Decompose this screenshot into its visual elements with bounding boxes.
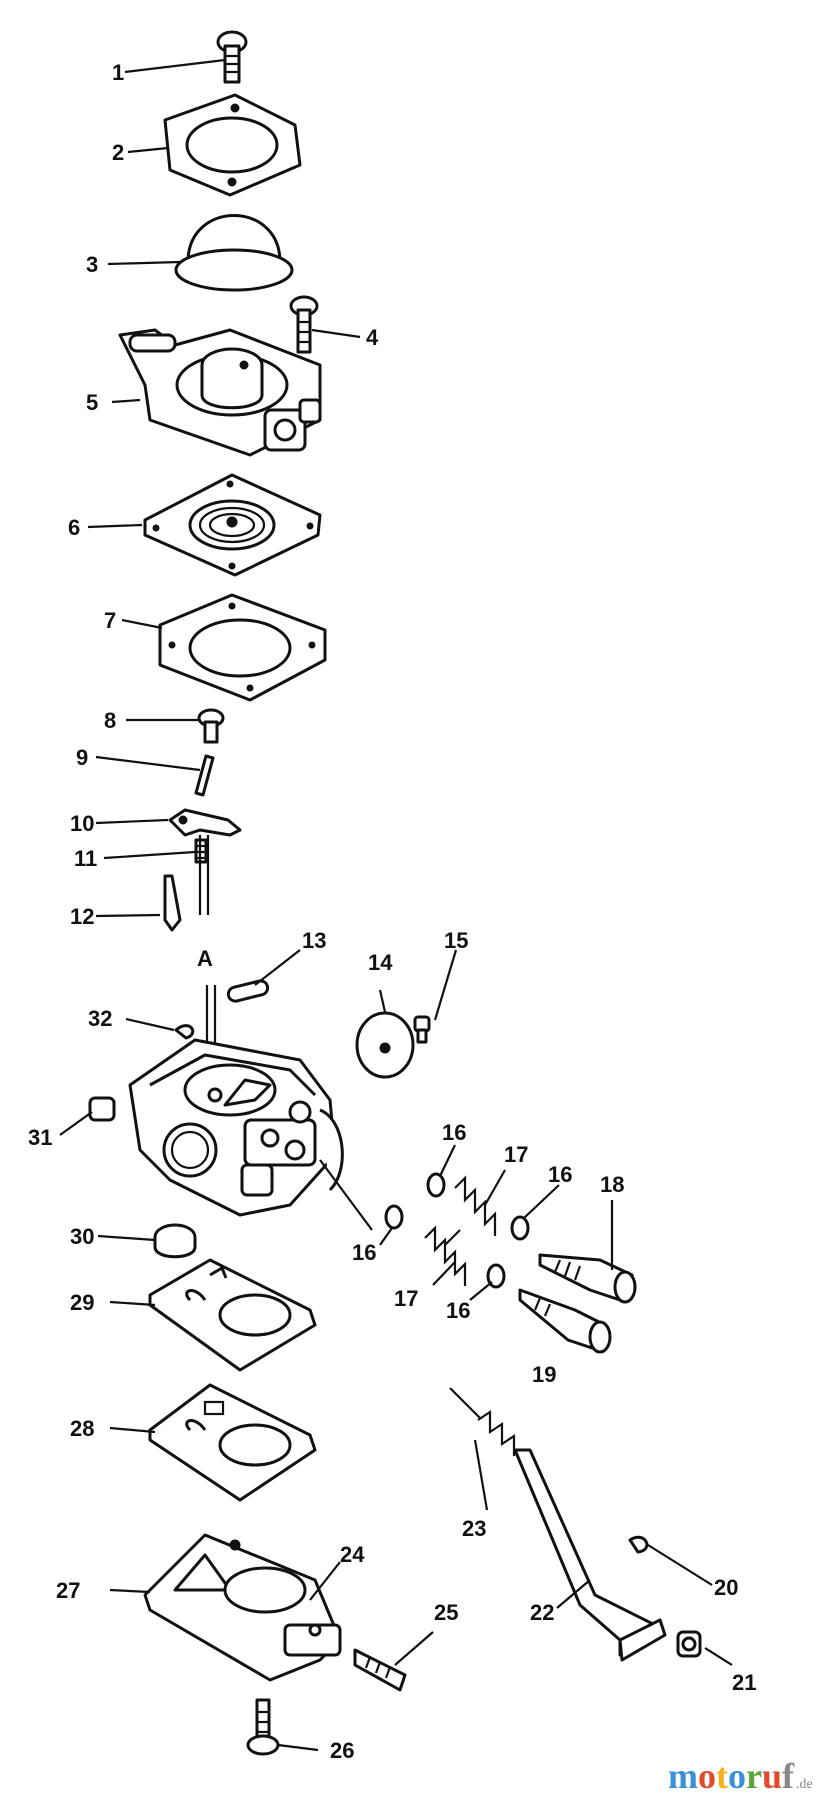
- part-14-welch-plug: [355, 1011, 415, 1079]
- callout-23: 23: [462, 1516, 486, 1541]
- part-27-metering-cover: [143, 1533, 342, 1682]
- part-28-metering-diaphragm: [148, 1383, 317, 1502]
- callout-2: 2: [112, 140, 124, 165]
- part-22-throttle-shaft: [513, 1448, 667, 1662]
- watermark-letter: o: [728, 1756, 746, 1796]
- callout-20: 20: [714, 1575, 738, 1600]
- callout-17-a: 17: [504, 1142, 528, 1167]
- callout-leaders: [59, 58, 733, 1752]
- part-13-plug: [226, 979, 270, 1003]
- part-32-clip: [174, 1024, 195, 1040]
- watermark-letter: r: [746, 1756, 762, 1796]
- part-19-adjust-needle-low: [518, 1288, 612, 1354]
- part-16-washer-a: [426, 1172, 446, 1198]
- callout-12: 12: [70, 904, 94, 929]
- part-8-screw: [197, 708, 225, 744]
- callout-14: 14: [368, 950, 393, 975]
- callout-25: 25: [434, 1600, 458, 1625]
- callout-15: 15: [444, 928, 468, 953]
- carburetor-body: [128, 1038, 344, 1217]
- callout-4: 4: [366, 325, 379, 350]
- callout-28: 28: [70, 1416, 94, 1441]
- callout-24: 24: [340, 1542, 365, 1567]
- part-16-washer-c: [384, 1204, 404, 1230]
- callout-17-b: 17: [394, 1286, 418, 1311]
- part-16-washer-d: [486, 1263, 506, 1289]
- callout-21: 21: [732, 1670, 756, 1695]
- part-31-fitting: [88, 1096, 116, 1122]
- part-18-adjust-needle-high: [538, 1253, 637, 1304]
- motoruf-watermark: motoruf .de: [668, 1756, 813, 1796]
- part-17-spring-b: [424, 1225, 467, 1286]
- callout-22: 22: [530, 1600, 554, 1625]
- part-2-flange-gasket: [163, 93, 302, 197]
- part-16-washer-b: [510, 1215, 530, 1241]
- part-20-clip: [628, 1535, 649, 1554]
- section-marker-a: A: [197, 946, 213, 971]
- callout-9: 9: [76, 745, 88, 770]
- watermark-domain: .de: [796, 1777, 813, 1792]
- callout-11: 11: [74, 846, 97, 871]
- part-17-spring-a: [454, 1175, 497, 1236]
- part-21-nut: [676, 1630, 702, 1658]
- part-26-screw: [246, 1698, 280, 1756]
- watermark-letter: m: [668, 1756, 698, 1796]
- part-9-lever-pin: [194, 754, 215, 797]
- callout-numbers: 1 2 3 4 5 6 7 8 9 10 11 12 13 14 15 16 1…: [28, 60, 756, 1763]
- watermark-letter: t: [716, 1756, 728, 1796]
- part-1-screw: [216, 30, 248, 84]
- callout-31: 31: [28, 1125, 52, 1150]
- watermark-letter: o: [698, 1756, 716, 1796]
- callout-27: 27: [56, 1578, 80, 1603]
- watermark-text: motoruf: [668, 1756, 795, 1796]
- watermark-letter: f: [782, 1756, 795, 1796]
- callout-6: 6: [68, 515, 80, 540]
- callout-10: 10: [70, 811, 94, 836]
- watermark-letter: u: [762, 1756, 782, 1796]
- callout-7: 7: [104, 608, 116, 633]
- callout-1: 1: [112, 60, 124, 85]
- callout-5: 5: [86, 390, 98, 415]
- callout-32: 32: [88, 1006, 112, 1031]
- part-5-primer-housing: [118, 328, 322, 457]
- part-15-screw: [413, 1015, 431, 1044]
- callout-16-a: 16: [442, 1120, 466, 1145]
- part-12-inlet-needle: [163, 874, 182, 932]
- callout-19: 19: [532, 1362, 556, 1387]
- callout-18: 18: [600, 1172, 624, 1197]
- callout-8: 8: [104, 708, 116, 733]
- part-23-return-spring: [449, 1387, 516, 1456]
- callout-16-d: 16: [446, 1298, 470, 1323]
- callout-26: 26: [330, 1738, 354, 1763]
- callout-30: 30: [70, 1224, 94, 1249]
- part-4-screw: [289, 295, 319, 354]
- part-30-cap: [153, 1223, 197, 1259]
- part-6-pump-diaphragm: [143, 473, 322, 577]
- part-7-pump-gasket: [158, 593, 327, 702]
- part-10-metering-lever: [168, 808, 242, 837]
- callout-16-b: 16: [548, 1162, 572, 1187]
- part-25-screw: [353, 1648, 407, 1692]
- part-29-metering-gasket: [148, 1258, 317, 1372]
- callout-29: 29: [70, 1290, 94, 1315]
- callout-13: 13: [302, 928, 326, 953]
- part-3-primer-bulb: [174, 214, 294, 292]
- callout-3: 3: [86, 252, 98, 277]
- callout-16-c: 16: [352, 1240, 376, 1265]
